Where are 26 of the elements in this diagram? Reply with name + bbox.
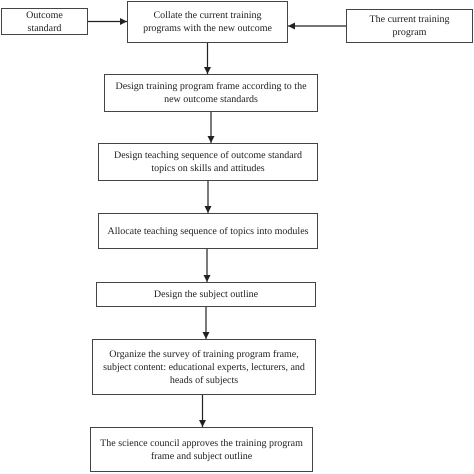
process-box <box>98 213 318 249</box>
arrow <box>204 181 212 213</box>
process-box <box>104 74 318 112</box>
process-box <box>127 1 288 43</box>
box-text: Design teaching sequence of outcome standard topics on skills and attitudes <box>113 149 303 175</box>
process-box <box>92 339 316 395</box>
process-box <box>346 9 473 43</box>
arrow <box>288 22 346 30</box>
arrow <box>203 249 211 282</box>
arrow <box>204 43 212 74</box>
box-text: The science council approves the training program frame and subject outline <box>99 436 304 462</box>
box-text: Design training program frame according to the new outcome standards <box>114 80 308 106</box>
arrow <box>198 395 206 427</box>
process-box <box>90 427 313 472</box>
box-text: Collate the current training programs with the new outcome <box>142 9 273 35</box>
arrow <box>202 307 210 339</box>
box-text: Outcome standard <box>25 8 64 34</box>
process-box <box>1 8 88 35</box>
process-box <box>96 282 316 307</box>
process-box <box>98 143 318 181</box>
box-text: The current training program <box>368 13 450 39</box>
box-text: Allocate teaching sequence of topics into modules <box>107 224 309 238</box>
box-text: Design the subject outline <box>154 288 258 301</box>
arrow <box>88 18 127 26</box>
box-text: Organize the survey of training program frame, subject content: educational experts, lecturers, and heads of subjects <box>102 348 306 386</box>
arrow <box>207 112 215 143</box>
